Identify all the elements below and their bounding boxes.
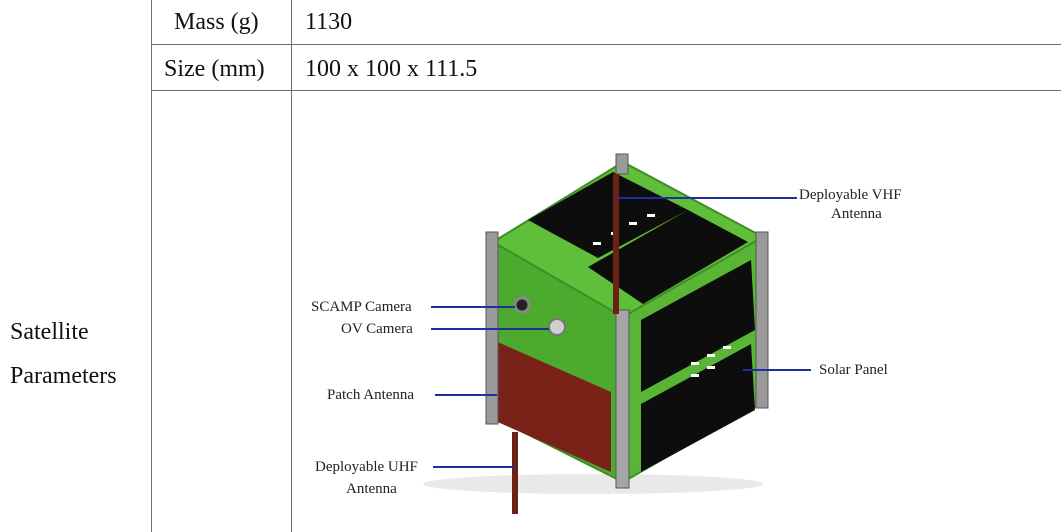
ov-camera-label: OV Camera: [341, 321, 413, 337]
mass-param-cell: Mass (g): [174, 9, 259, 35]
rail-front: [615, 309, 630, 489]
table-row-divider-2: [151, 90, 1061, 91]
scamp-camera-lens: [513, 296, 531, 314]
uhf-label-line-2: Antenna: [346, 481, 397, 497]
top-solar-panel-2: [588, 210, 748, 304]
size-value-cell: 100 x 100 x 111.5: [305, 56, 478, 82]
patch-antenna-label: Patch Antenna: [327, 387, 414, 403]
table-divider-mid: [291, 0, 292, 532]
vhf-label-line-2: Antenna: [831, 206, 882, 222]
side-solar-panel-2: [641, 344, 755, 472]
vhf-label-line-1: Deployable VHF: [799, 187, 902, 203]
side-solar-panel-1: [641, 260, 755, 392]
rail-back-right: [755, 231, 769, 409]
rail-top-back: [615, 153, 629, 175]
uhf-label-line-1: Deployable UHF: [315, 459, 418, 475]
mass-value-cell: 1130: [305, 9, 353, 35]
scamp-camera-label: SCAMP Camera: [311, 299, 412, 315]
vhf-antenna: [613, 174, 619, 314]
table-divider-left: [151, 0, 152, 532]
patch-antenna-panel: [493, 340, 611, 472]
solar-panel-label: Solar Panel: [819, 362, 888, 378]
cubesat-figure: Deployable VHF Antenna SCAMP Camera OV C…: [311, 153, 902, 514]
row-label-line-2: Parameters: [10, 363, 117, 389]
shadow: [423, 474, 763, 494]
table-row-divider-1: [151, 44, 1061, 45]
uhf-antenna: [512, 432, 518, 514]
top-solar-panel-1: [528, 172, 688, 258]
row-label-line-1: Satellite: [10, 319, 89, 345]
ov-camera-lens: [548, 318, 566, 336]
size-param-cell: Size (mm): [164, 56, 265, 82]
